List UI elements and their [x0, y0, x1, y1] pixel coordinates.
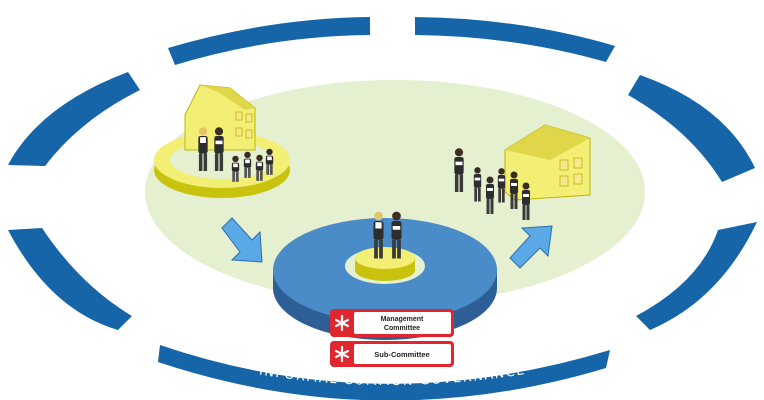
ring-segment-left-lower — [8, 228, 132, 330]
asterisk-icon — [334, 314, 350, 332]
left-community-group — [154, 84, 290, 198]
ring-segment-left-upper — [8, 72, 140, 166]
ring-segment-right-lower — [636, 222, 757, 330]
management-label-line2: Committee — [384, 325, 420, 332]
management-committee-badge: Management Committee — [330, 309, 454, 337]
pedestal-top — [355, 247, 415, 269]
ring-segment-bottom — [158, 345, 610, 400]
outer-ring: INFORMAL COMMON GOVERNANCE — [8, 17, 757, 400]
asterisk-icon — [334, 345, 350, 363]
house-right — [504, 124, 591, 201]
ring-segment-top-left — [168, 17, 370, 65]
right-community-group — [454, 124, 591, 220]
subcommittee-badge: Sub-Committee — [330, 341, 454, 367]
ring-segment-top-right — [415, 17, 615, 62]
arrow-up-right-icon — [509, 225, 553, 269]
ring-segment-right-upper — [628, 75, 755, 182]
arrow-right-icon — [221, 217, 263, 263]
subcommittee-label: Sub-Committee — [374, 350, 429, 359]
management-label-line1: Management — [381, 316, 424, 323]
